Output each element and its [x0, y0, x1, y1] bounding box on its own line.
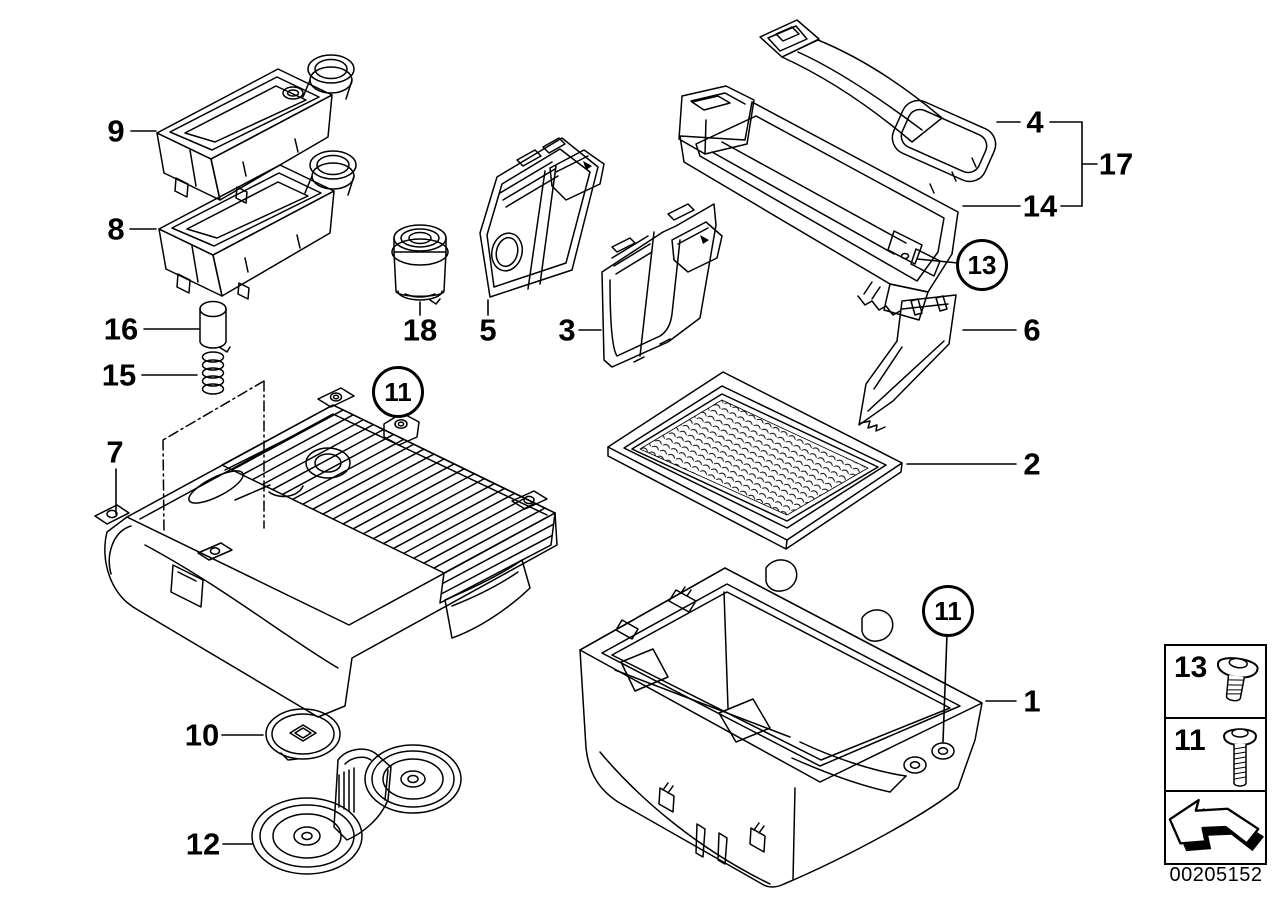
- part-18-power-socket: [391, 224, 449, 305]
- callout-label-9: 9: [107, 113, 125, 149]
- callout-label-10: 10: [184, 717, 220, 753]
- legend-item-13: 13: [1166, 646, 1265, 719]
- callout-label-18: 18: [402, 312, 438, 348]
- callout-label-8: 8: [107, 211, 125, 247]
- part-6-trim-panel: [858, 294, 957, 432]
- leader-line-13: [916, 258, 959, 264]
- callout-label-1: 1: [1023, 683, 1041, 719]
- part-5-partition-panel: [479, 137, 605, 298]
- part-4-armrest-frame: [759, 19, 997, 194]
- callout-label-15: 15: [101, 357, 137, 393]
- callout-label-6: 6: [1023, 312, 1041, 348]
- callout-label-14: 14: [1022, 188, 1058, 224]
- screw-long-icon: [1222, 728, 1258, 787]
- part-10-cover-cap: [265, 708, 341, 761]
- callout-label-5: 5: [479, 312, 497, 348]
- part-14-armrest-carrier: [678, 85, 959, 321]
- callout-label-3: 3: [558, 312, 576, 348]
- callout-label-12: 12: [185, 826, 221, 862]
- callout-label-16: 16: [103, 311, 139, 347]
- callout-circle-13: 13: [956, 239, 1008, 291]
- part-7-roller-blind-console: [94, 387, 558, 718]
- part-15-spring: [201, 351, 225, 395]
- callout-circle-11b: 11: [922, 585, 974, 637]
- part-12-cupholder-inserts: [251, 744, 462, 875]
- diagram-code: 00205152: [1169, 864, 1263, 886]
- callout-label-2: 2: [1023, 446, 1041, 482]
- screw-short-icon: [1217, 657, 1259, 702]
- callout-circle-11a: 11: [372, 366, 424, 418]
- legend-label-13: 13: [1174, 651, 1208, 684]
- part-3-partition-panel: [601, 203, 723, 368]
- legend-item-11: 11: [1166, 719, 1265, 792]
- part-16-damper: [199, 300, 231, 353]
- part-2-rubber-mat-tray: [607, 371, 903, 550]
- assembly-projection-lines: [162, 380, 265, 534]
- callout-label-4: 4: [1026, 104, 1044, 140]
- direction-arrow-icon: [1168, 798, 1264, 851]
- callout-label-7: 7: [106, 434, 124, 470]
- part-9-storage-tray: [156, 54, 355, 204]
- shutter-slats: [231, 409, 555, 595]
- fastener-legend: 13 11: [1164, 644, 1267, 865]
- callout-label-17: 17: [1098, 146, 1134, 182]
- legend-label-11: 11: [1174, 724, 1206, 757]
- part-1-storage-box: [579, 559, 983, 888]
- leader-line-11b: [942, 633, 948, 743]
- legend-direction-cell: [1166, 792, 1265, 863]
